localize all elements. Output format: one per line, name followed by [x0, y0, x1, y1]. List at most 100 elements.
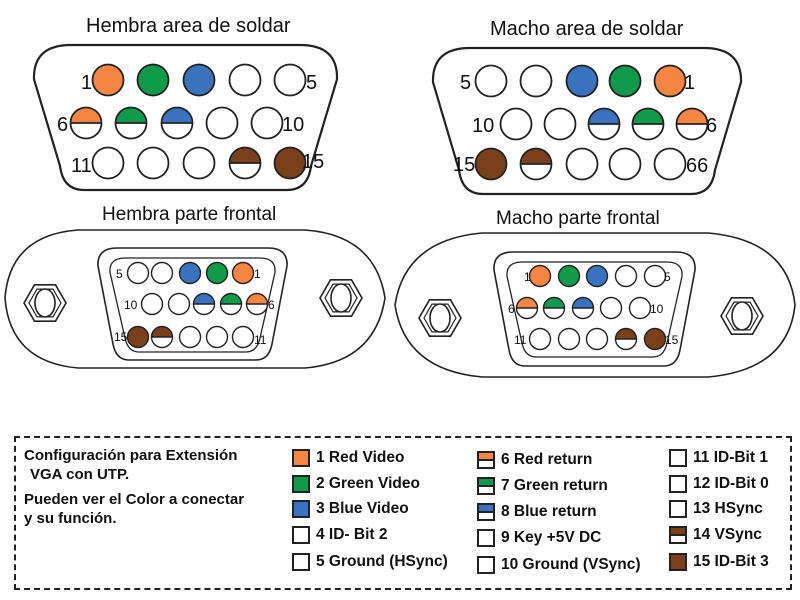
legend-description-line: VGA con UTP.	[30, 466, 130, 483]
title-macho-soldar: Macho area de soldar	[490, 18, 684, 40]
pin-4	[519, 64, 553, 98]
pin-label-11: 11	[254, 333, 267, 347]
legend-label: 4 ID- Bit 2	[316, 526, 388, 543]
hembra-frontal-hexnut-right-hole	[330, 283, 352, 313]
pin-label-1: 1	[684, 72, 695, 94]
pin-6-fill	[246, 293, 268, 304]
pin-label-10: 10	[650, 302, 664, 316]
legend-label: 9 Key +5V DC	[501, 529, 602, 546]
legend-swatch	[669, 475, 687, 493]
legend-item-1: 1 Red Video	[292, 447, 404, 469]
pin-9	[543, 107, 577, 141]
legend-swatch	[477, 477, 495, 495]
hembra-frontal-hexnut-right-inner	[324, 283, 358, 313]
pin-6	[515, 296, 539, 320]
pin-label-11: 11	[514, 333, 527, 347]
pin-2	[608, 64, 642, 98]
pin-1	[91, 63, 125, 97]
pin-label-15: 15	[665, 333, 679, 347]
pin-12	[608, 147, 642, 181]
pin-7	[542, 296, 566, 320]
pin-7-fill	[115, 107, 147, 123]
hembra-frontal-hexnut-left-inner	[28, 288, 62, 318]
legend-item-10: 10 Ground (VSync)	[477, 554, 641, 576]
pin-9	[599, 296, 623, 320]
pin-label-15: 15	[114, 330, 128, 344]
pin-14-fill	[520, 148, 552, 164]
pin-label-10: 10	[124, 298, 138, 312]
pin-label-6: 6	[268, 298, 275, 312]
pin-7	[114, 106, 148, 140]
legend-swatch	[669, 526, 687, 544]
pin-7-fill	[220, 293, 242, 304]
legend-swatch	[669, 500, 687, 518]
pin-label-1: 1	[524, 270, 531, 284]
pin-label-5: 5	[306, 72, 317, 94]
pin-13	[585, 327, 609, 351]
pin-4	[150, 261, 174, 285]
legend-label: 1 Red Video	[316, 449, 405, 466]
pin-2	[205, 261, 229, 285]
pin-label-15: 15	[302, 151, 324, 173]
legend-label: 12 ID-Bit 0	[693, 475, 769, 492]
pin-11	[653, 147, 687, 181]
pin-11	[528, 327, 552, 351]
pin-12	[136, 146, 170, 180]
title-hembra-frontal: Hembra parte frontal	[102, 204, 277, 225]
pin-14-fill	[151, 326, 173, 337]
pin-3	[585, 264, 609, 288]
pin-label-10: 10	[472, 115, 494, 137]
pin-15	[126, 325, 150, 349]
pin-14	[519, 147, 553, 181]
legend-swatch	[669, 553, 687, 571]
pin-7-fill	[632, 108, 664, 124]
legend-label: 13 HSync	[693, 500, 763, 517]
legend-description-line: Pueden ver el Color a conectar	[24, 491, 245, 508]
pin-label-5: 5	[664, 270, 671, 284]
pin-8-fill	[161, 107, 193, 123]
legend-swatch	[477, 451, 495, 469]
pin-6-fill	[516, 297, 538, 308]
legend-item-9: 9 Key +5V DC	[477, 527, 601, 549]
pin-7	[631, 107, 665, 141]
pin-8	[571, 296, 595, 320]
pin-5	[474, 64, 508, 98]
pin-label-6: 6	[508, 302, 515, 316]
pin-14	[228, 146, 262, 180]
legend-label: 10 Ground (VSync)	[501, 556, 641, 573]
pin-1	[653, 64, 687, 98]
pin-8-fill	[572, 297, 594, 308]
pin-5	[643, 264, 667, 288]
pin-label-6: 6	[706, 115, 717, 137]
pin-9	[205, 106, 239, 140]
pin-15	[643, 327, 667, 351]
pin-14	[614, 327, 638, 351]
pin-5	[126, 261, 150, 285]
pin-4	[228, 63, 262, 97]
pin-6	[675, 107, 709, 141]
legend-label: 3 Blue Video	[316, 500, 409, 517]
legend-item-4: 4 ID- Bit 2	[292, 524, 387, 546]
legend-label: 14 VSync	[693, 526, 762, 543]
pin-3	[565, 64, 599, 98]
pin-label-1: 1	[81, 72, 92, 94]
legend-swatch	[477, 529, 495, 547]
pin-7	[219, 292, 243, 316]
legend-item-2: 2 Green Video	[292, 473, 420, 495]
pin-5	[273, 63, 307, 97]
pin-15	[474, 147, 508, 181]
pin-14-fill	[229, 147, 261, 163]
pin-10	[499, 107, 533, 141]
pin-14	[150, 325, 174, 349]
legend-swatch	[292, 475, 310, 493]
legend-item-13: 13 HSync	[669, 498, 763, 520]
legend-swatch	[292, 500, 310, 518]
pin-label-11: 11	[71, 155, 92, 177]
legend-item-3: 3 Blue Video	[292, 498, 409, 520]
legend-label: 2 Green Video	[316, 475, 420, 492]
legend-label: 11 ID-Bit 1	[693, 449, 768, 466]
hembra-frontal-shell-inner	[109, 257, 276, 353]
pin-label-5: 5	[116, 267, 123, 281]
macho-frontal-hexnut-right-hole	[731, 301, 753, 331]
